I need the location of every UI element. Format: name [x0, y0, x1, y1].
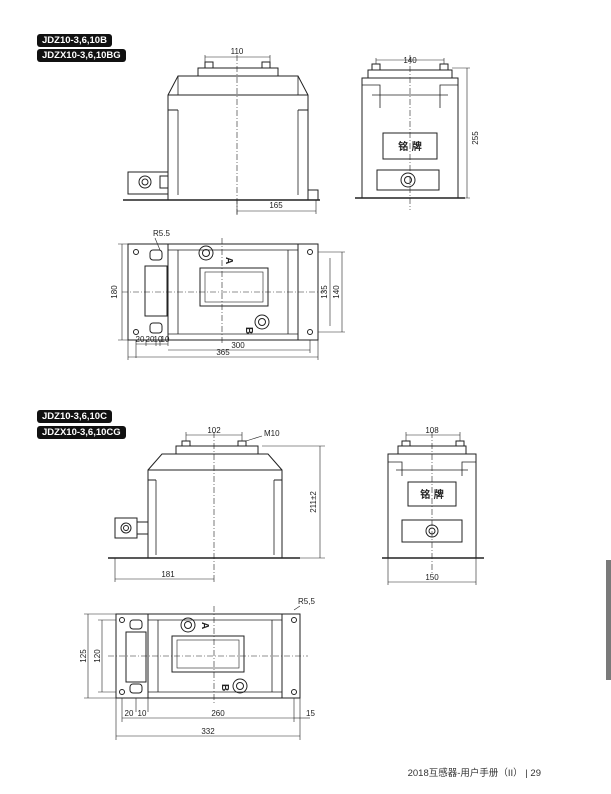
terminal-label: A [199, 622, 210, 629]
dim-text: 180 [110, 285, 119, 299]
model-tag-2: JDZX10-3,6,10BG [37, 49, 126, 62]
dim-text: 140 [403, 56, 417, 65]
dim-text: 365 [216, 348, 230, 357]
page-edge-tab [606, 560, 611, 680]
dim-text: 10 [161, 335, 170, 344]
dim-text: 260 [211, 709, 225, 718]
plan-view-1 [118, 237, 345, 360]
dim-text: 211±2 [309, 491, 318, 513]
nameplate-label: 铭 牌 [420, 488, 443, 501]
nameplate-label: 铭 牌 [398, 140, 421, 153]
dim-text: 135 [320, 285, 329, 299]
front-view-2 [108, 432, 325, 582]
dim-text: R5,5 [298, 597, 315, 606]
dim-text: 125 [79, 649, 88, 663]
dim-text: 20 [136, 335, 145, 344]
dim-text: 102 [207, 426, 221, 435]
dim-text: 110 [231, 47, 244, 56]
dim-text: 181 [161, 570, 175, 579]
side-view-2 [382, 432, 484, 585]
model-tag-3: JDZ10-3,6,10C [37, 410, 112, 423]
dim-text: 165 [269, 201, 283, 210]
model-tag-1: JDZ10-3,6,10B [37, 34, 112, 47]
plan-view-2 [84, 605, 310, 740]
dim-text: 15 [306, 709, 315, 718]
dim-text: 150 [425, 573, 439, 582]
front-view-1 [123, 55, 320, 215]
dim-text: 10 [154, 335, 163, 344]
dim-text: 255 [471, 131, 480, 145]
terminal-label: B [243, 327, 254, 334]
side-view-1 [355, 55, 470, 210]
dim-text: 20 [125, 709, 134, 718]
page-footer: 2018互感器-用户手册（II） | 29 [407, 768, 541, 779]
terminal-label: A [223, 257, 234, 264]
dim-text: 300 [231, 341, 245, 350]
dim-text: 20 [146, 335, 155, 344]
dim-text: 120 [93, 649, 102, 663]
dim-text: 332 [201, 727, 215, 736]
bolt-label: M10 [264, 429, 280, 438]
dim-text: R5.5 [153, 229, 170, 238]
terminal-label: B [219, 684, 230, 691]
dim-text: 108 [425, 426, 439, 435]
dim-text: 10 [138, 709, 147, 718]
model-tag-4: JDZX10-3,6,10CG [37, 426, 126, 439]
dim-text: 140 [332, 285, 341, 299]
